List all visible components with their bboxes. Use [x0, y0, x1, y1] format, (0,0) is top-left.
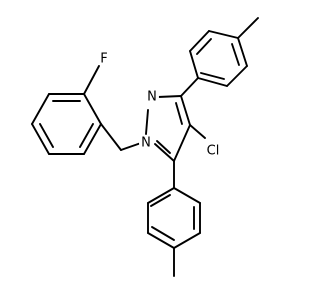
bond — [237, 37, 248, 67]
bond — [83, 123, 102, 155]
bond — [200, 72, 225, 80]
bond — [173, 124, 191, 162]
bond — [173, 187, 201, 204]
nitrogen-label: N — [141, 136, 151, 151]
bond — [147, 187, 175, 204]
bond — [156, 140, 171, 154]
fluorine-atom: F — [97, 52, 111, 67]
bond — [157, 95, 182, 98]
bond — [180, 77, 199, 97]
chemical-structure-drawing: F N N Cl — [0, 0, 300, 300]
nitrogen-atom-2: N — [145, 90, 159, 105]
bond — [189, 30, 210, 52]
bond — [231, 43, 240, 66]
bond — [175, 102, 183, 125]
bond — [100, 123, 122, 151]
bond — [173, 232, 201, 249]
bond — [189, 124, 206, 139]
chlorine-label: Cl — [207, 144, 220, 159]
bond — [145, 109, 149, 135]
bond — [83, 93, 102, 125]
nitrogen-label: N — [147, 90, 157, 105]
bond — [83, 65, 100, 95]
atom-labels: F N N Cl — [97, 52, 222, 159]
bond — [147, 232, 175, 249]
bond — [197, 77, 228, 87]
bond — [180, 95, 191, 126]
bond — [196, 38, 212, 55]
bond — [154, 143, 175, 162]
bond — [189, 50, 199, 79]
bond — [120, 142, 142, 151]
bond — [31, 123, 50, 155]
canvas-background — [0, 0, 300, 300]
bond — [150, 194, 171, 207]
bond — [151, 226, 175, 241]
bond — [31, 93, 50, 125]
nitrogen-atom-1: N — [139, 136, 153, 151]
bond — [39, 123, 54, 148]
bond — [208, 30, 239, 39]
bond — [237, 17, 259, 39]
bonds — [31, 17, 259, 277]
chlorine-atom: Cl — [204, 144, 222, 159]
bond — [79, 123, 94, 148]
fluorine-label: F — [100, 52, 107, 67]
bond — [226, 65, 248, 87]
